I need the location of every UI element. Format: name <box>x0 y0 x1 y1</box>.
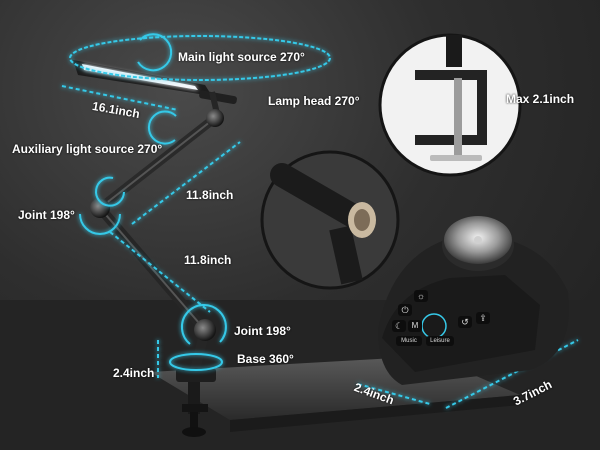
joint-closeup-inset <box>260 150 400 290</box>
lock-button: ⇪ <box>476 312 490 324</box>
night-button: ☾ <box>392 320 406 332</box>
desk-clamp <box>176 368 216 437</box>
clamp-closeup-inset <box>378 33 522 177</box>
controller-buttons: ☼ ⏻ ☾ M Music Leisure ↺ ⇪ <box>392 290 502 350</box>
music-button: Music <box>396 336 422 346</box>
upper-joint <box>90 198 110 218</box>
rotation-indicators <box>69 33 331 371</box>
aux-joint <box>206 109 224 127</box>
mode-button: M <box>408 320 422 332</box>
brightness-button: ☼ <box>414 290 428 302</box>
lamp-head-label: Lamp head 270° <box>268 94 360 108</box>
auto-button: ↺ <box>458 316 472 328</box>
base-height-label: 2.4inch <box>113 366 155 380</box>
lower-arm-label: 11.8inch <box>184 253 232 267</box>
upper-arm-label: 11.8inch <box>186 188 234 202</box>
lower-joint <box>194 319 216 341</box>
desk-edge <box>230 395 520 432</box>
aux-light-label: Auxiliary light source 270° <box>12 142 163 156</box>
upper-joint-label: Joint 198° <box>18 208 75 222</box>
lower-joint-label: Joint 198° <box>234 324 291 338</box>
power-button: ⏻ <box>398 304 412 316</box>
base-rotation-label: Base 360° <box>237 352 294 366</box>
leisure-button: Leisure <box>426 336 454 346</box>
clamp-max-label: Max 2.1inch <box>506 92 575 106</box>
main-light-label: Main light source 270° <box>178 50 305 64</box>
